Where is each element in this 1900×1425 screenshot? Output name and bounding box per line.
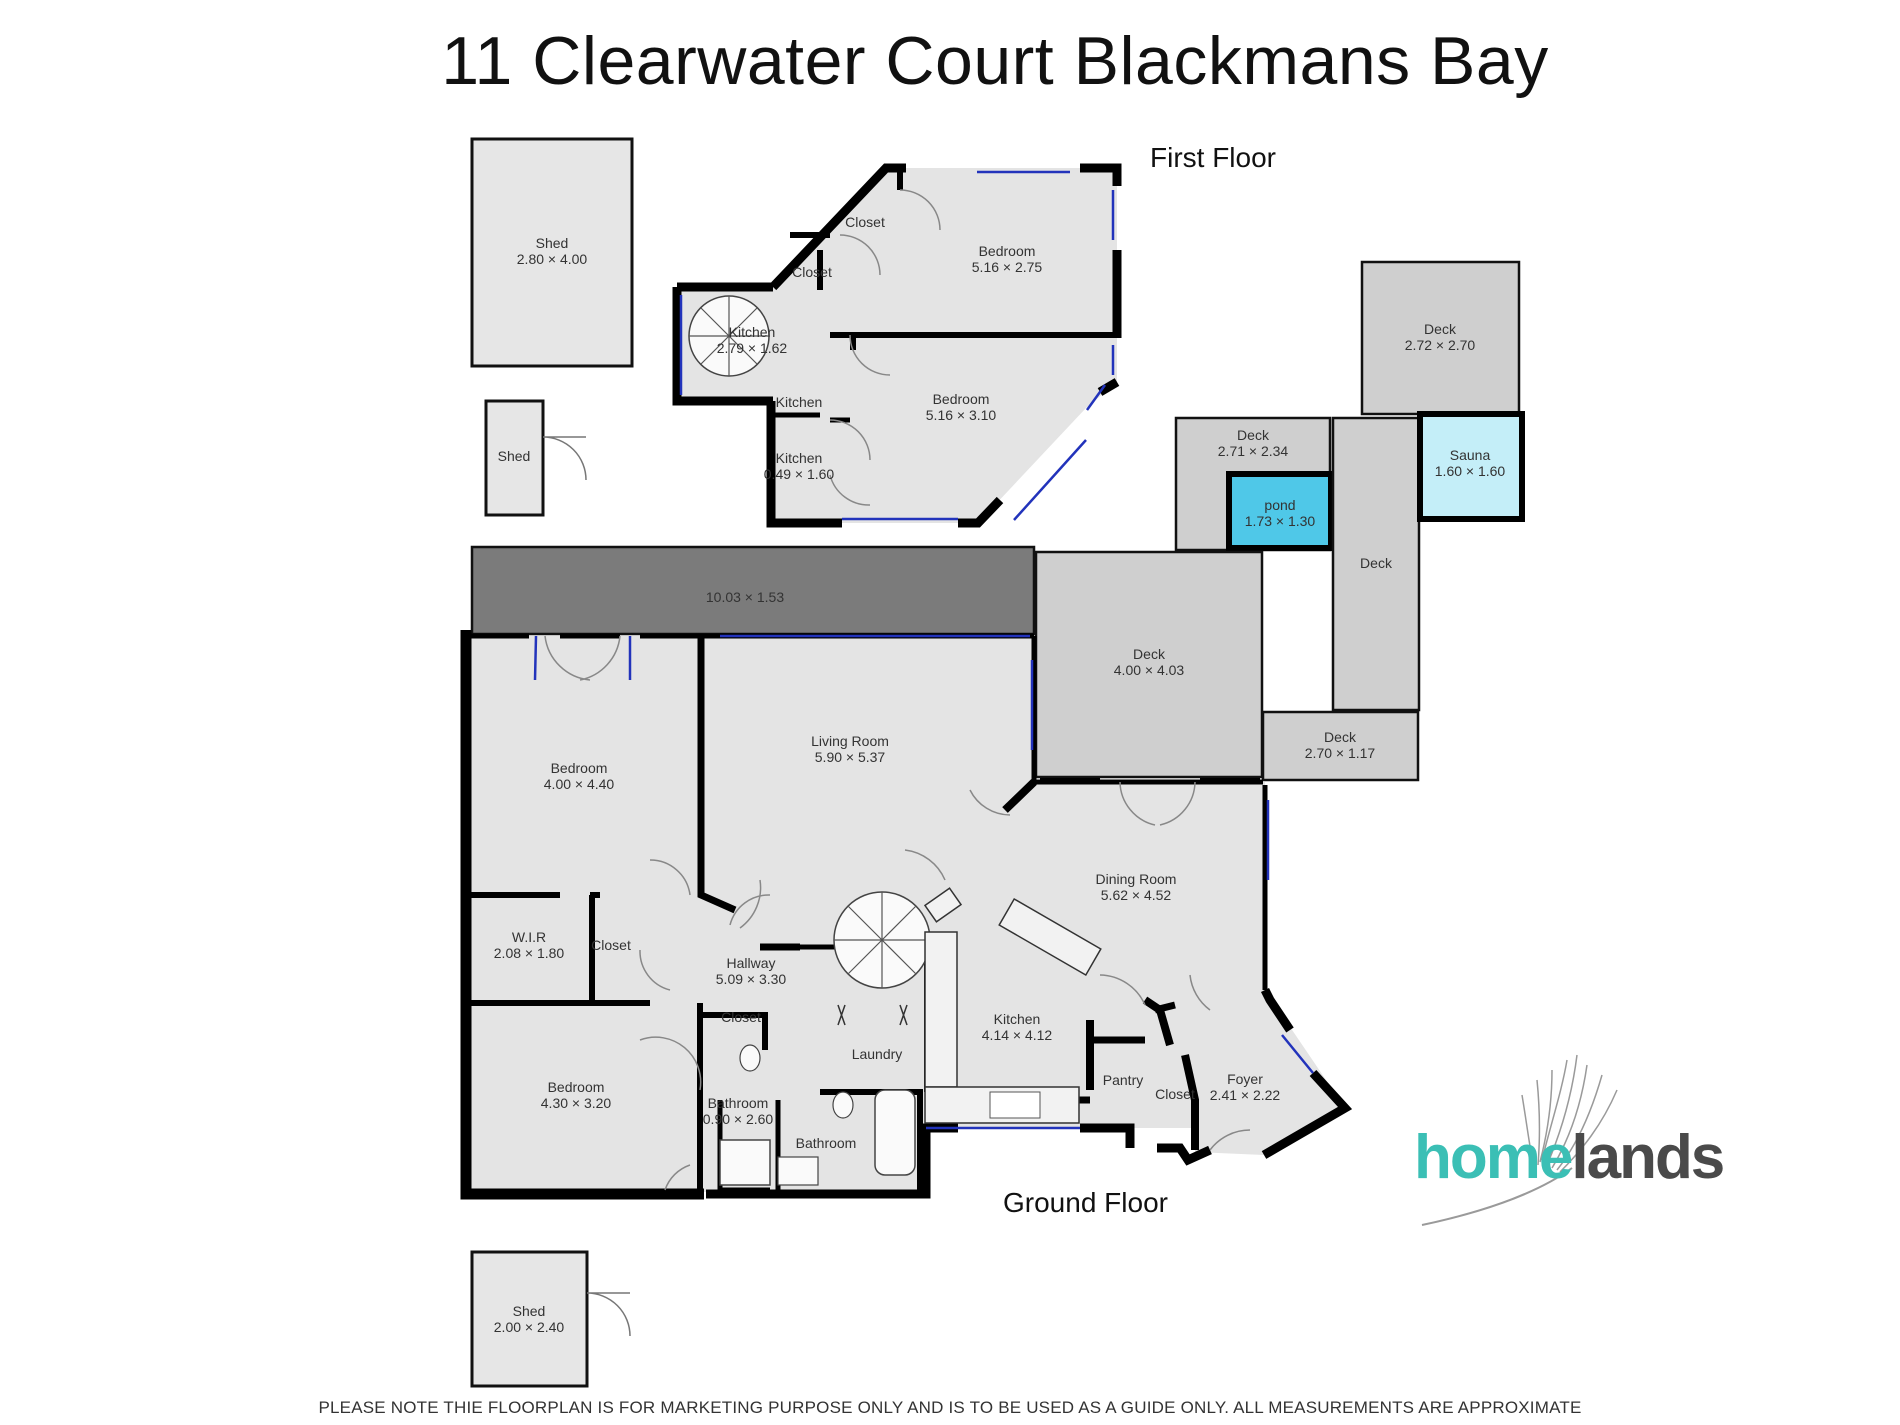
deck-e-name: Deck <box>1324 729 1357 745</box>
pantry-name: Pantry <box>1103 1072 1143 1088</box>
deck-a-dim: 2.72 × 2.70 <box>1405 337 1476 353</box>
shed-bottom-name: Shed <box>513 1303 546 1319</box>
ff-kitchen-2-name: Kitchen <box>776 394 823 410</box>
sauna-name: Sauna <box>1450 447 1491 463</box>
foyer-dim: 2.41 × 2.22 <box>1210 1087 1281 1103</box>
living-name: Living Room <box>811 733 889 749</box>
ff-kitchen-1-name: Kitchen <box>729 324 776 340</box>
ff-bedroom-1-name: Bedroom <box>979 243 1036 259</box>
deck-a-name: Deck <box>1424 321 1457 337</box>
living-dim: 5.90 × 5.37 <box>815 749 886 765</box>
shed-top: Shed 2.80 × 4.00 <box>470 137 634 368</box>
disclaimer: PLEASE NOTE THIE FLOORPLAN IS FOR MARKET… <box>318 1398 1582 1417</box>
shed-top-dim: 2.80 × 4.00 <box>517 251 588 267</box>
deck-d-dim: 4.00 × 4.03 <box>1114 662 1185 678</box>
closet-g3-name: Closet <box>1155 1086 1195 1102</box>
pond-name: pond <box>1264 497 1295 513</box>
logo-text: homelands <box>1414 1122 1725 1193</box>
shed-bottom-dim: 2.00 × 2.40 <box>494 1319 565 1335</box>
logo-feather-icon <box>1421 1054 1618 1226</box>
laundry-name: Laundry <box>852 1046 903 1062</box>
ff-bedroom-1-dim: 5.16 × 2.75 <box>972 259 1043 275</box>
first-floor: Closet Closet Bedroom 5.16 × 2.75 Bedroo… <box>672 163 1122 528</box>
bathroom-name: Bathroom <box>796 1135 857 1151</box>
kitchen-name: Kitchen <box>994 1011 1041 1027</box>
ff-bedroom-2-name: Bedroom <box>933 391 990 407</box>
ground-floor: Bedroom 4.00 × 4.40 Living Room 5.90 × 5… <box>460 630 1353 1200</box>
ff-bedroom-2-dim: 5.16 × 3.10 <box>926 407 997 423</box>
deck-b-name: Deck <box>1237 427 1270 443</box>
foyer-name: Foyer <box>1227 1071 1263 1087</box>
deck-c-name: Deck <box>1360 555 1393 571</box>
wir-name: W.I.R <box>512 929 546 945</box>
ff-kitchen-1-dim: 2.79 × 1.62 <box>717 340 788 356</box>
dining-name: Dining Room <box>1096 871 1177 887</box>
hallway-name: Hallway <box>726 955 775 971</box>
shed-bottom: Shed 2.00 × 2.40 <box>470 1250 631 1388</box>
bedroom-b-dim: 4.30 × 3.20 <box>541 1095 612 1111</box>
bathroom-small-name: Bathroom <box>708 1095 769 1111</box>
deck-d-name: Deck <box>1133 646 1166 662</box>
ground-floor-label: Ground Floor <box>1003 1187 1168 1218</box>
bedroom-a-name: Bedroom <box>551 760 608 776</box>
logo-part-lands: lands <box>1571 1123 1725 1192</box>
bedroom-b-name: Bedroom <box>548 1079 605 1095</box>
shed-small-name: Shed <box>498 448 531 464</box>
veranda-dim: 10.03 × 1.53 <box>706 589 784 605</box>
hallway-dim: 5.09 × 3.30 <box>716 971 787 987</box>
page-title: 11 Clearwater Court Blackmans Bay <box>441 23 1549 99</box>
logo-part-home: home <box>1414 1123 1573 1192</box>
closet-g2-name: Closet <box>721 1009 761 1025</box>
bathroom-small-dim: 0.90 × 2.60 <box>703 1111 774 1127</box>
bedroom-a-dim: 4.00 × 4.40 <box>544 776 615 792</box>
dining-dim: 5.62 × 4.52 <box>1101 887 1172 903</box>
shed-top-name: Shed <box>536 235 569 251</box>
deck-b-dim: 2.71 × 2.34 <box>1218 443 1289 459</box>
first-floor-label: First Floor <box>1150 142 1276 173</box>
ff-kitchen-3-name: Kitchen <box>776 450 823 466</box>
ff-closet-b-name: Closet <box>792 264 832 280</box>
shed-small: Shed <box>484 399 587 517</box>
deck-e-dim: 2.70 × 1.17 <box>1305 745 1376 761</box>
kitchen-dim: 4.14 × 4.12 <box>982 1027 1053 1043</box>
wir-dim: 2.08 × 1.80 <box>494 945 565 961</box>
closet-g1-name: Closet <box>591 937 631 953</box>
sauna-dim: 1.60 × 1.60 <box>1435 463 1506 479</box>
ff-closet-a-name: Closet <box>845 214 885 230</box>
pond-dim: 1.73 × 1.30 <box>1245 513 1316 529</box>
ff-kitchen-3-dim: 0.49 × 1.60 <box>764 466 835 482</box>
outdoor-areas: Deck 2.72 × 2.70 Deck 2.71 × 2.34 pond 1… <box>470 260 1525 782</box>
